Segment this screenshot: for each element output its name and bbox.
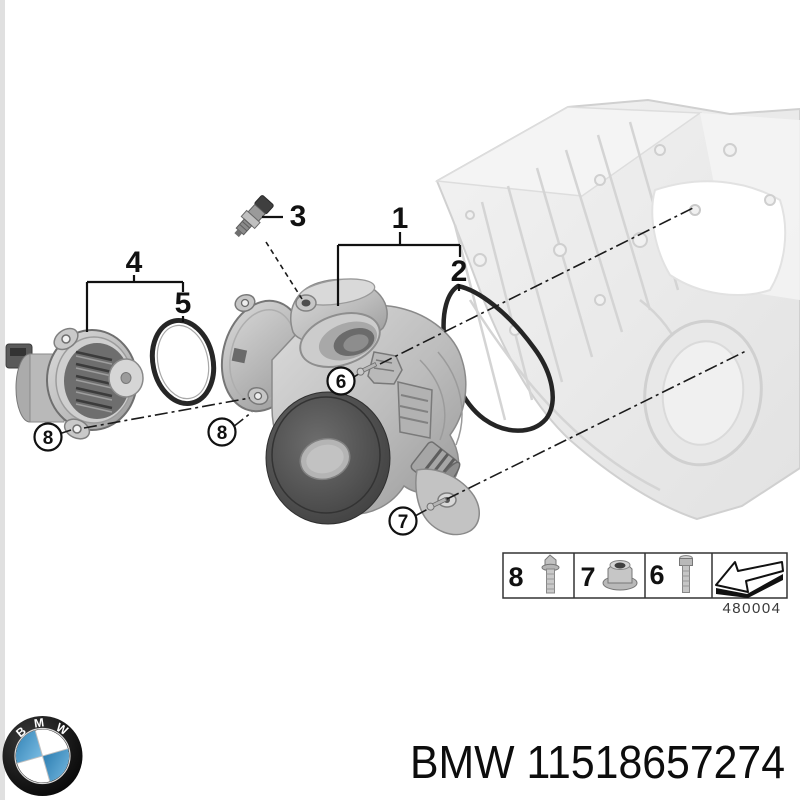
fastener-legend: 8 7 6 480004 bbox=[502, 552, 788, 617]
thermostat-illustration bbox=[5, 327, 144, 440]
bmw-logo: B M W bbox=[2, 715, 83, 796]
socket-head-bolt-icon bbox=[679, 555, 693, 593]
callout-8-left-label: 8 bbox=[43, 428, 54, 449]
thermostat-spring bbox=[75, 350, 113, 410]
callouts-layer: 3 1 2 4 5 6 7 8 8 bbox=[33, 200, 468, 536]
water-pump-illustration bbox=[220, 278, 480, 536]
pump-pulley bbox=[265, 391, 391, 525]
bmw-logo-letter-m: M bbox=[33, 715, 45, 730]
callout-4-bracket bbox=[85, 275, 185, 332]
page-left-edge bbox=[0, 0, 5, 800]
callout-1-bracket bbox=[336, 232, 462, 306]
part-number-text: BMW 11518657274 bbox=[410, 736, 785, 788]
legend-label-7: 7 bbox=[580, 562, 595, 592]
callout-6-label: 6 bbox=[336, 372, 347, 393]
callout-8-mid-label: 8 bbox=[217, 423, 228, 444]
mini-bolt-7 bbox=[426, 497, 448, 511]
engine-block-illustration bbox=[434, 98, 800, 521]
circled-callout-8-mid: 8 bbox=[207, 417, 237, 447]
callout-2-label: 2 bbox=[451, 255, 468, 288]
callout-1-label: 1 bbox=[392, 202, 409, 235]
callout-7-label: 7 bbox=[398, 512, 409, 533]
legend-label-8: 8 bbox=[508, 562, 523, 592]
temp-sensor-3-illustration bbox=[234, 195, 303, 300]
callout-4-label: 4 bbox=[126, 246, 143, 279]
circled-callout-8-left: 8 bbox=[33, 422, 63, 452]
direction-arrow-icon bbox=[715, 561, 784, 598]
legend-label-6: 6 bbox=[649, 560, 664, 590]
hex-flange-bolt-icon bbox=[541, 554, 560, 594]
callout-5-label: 5 bbox=[175, 287, 192, 320]
o-ring-5-illustration bbox=[149, 317, 217, 407]
mini-bolt-6 bbox=[356, 362, 378, 376]
circled-callout-6: 6 bbox=[326, 366, 356, 396]
footer: B M W BMW 11518657274 bbox=[2, 715, 785, 796]
circled-callout-7: 7 bbox=[388, 506, 418, 536]
callout-3-label: 3 bbox=[290, 200, 307, 233]
flange-nut-icon bbox=[602, 560, 638, 591]
sensor-axis-dashed-line bbox=[265, 241, 303, 300]
figure-number: 480004 bbox=[722, 600, 781, 617]
assembly-axis-lines bbox=[58, 207, 749, 517]
